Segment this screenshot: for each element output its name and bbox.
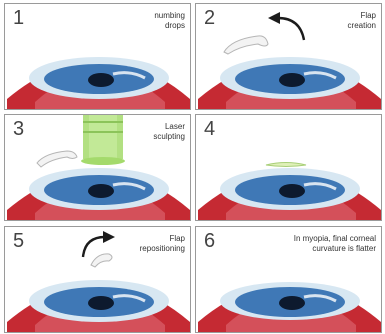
panel-step-5: 5 Flap repositioning	[4, 226, 191, 333]
flap-icon	[91, 254, 112, 267]
step-number: 6	[204, 231, 215, 251]
panel-step-6: 6 In myopia, final corneal curvature is …	[195, 226, 382, 333]
step-caption: numbing drops	[90, 11, 185, 31]
step-caption: Flap repositioning	[90, 234, 185, 254]
step-number: 5	[13, 231, 24, 251]
panel-step-2: 2 Flap creation	[195, 3, 382, 110]
panel-step-3: 3 Laser sculpting	[4, 114, 191, 221]
flap-icon	[37, 151, 77, 167]
step-number: 4	[204, 119, 215, 139]
flap-icon	[224, 36, 268, 54]
step-caption: In myopia, final corneal curvature is fl…	[226, 234, 376, 254]
eye-icon	[196, 115, 382, 221]
step-number: 2	[204, 8, 215, 28]
step-caption: Flap creation	[281, 11, 376, 31]
step-caption: Laser sculpting	[90, 122, 185, 142]
panel-step-4: 4	[195, 114, 382, 221]
step-number: 3	[13, 119, 24, 139]
panel-step-1: 1 numbing drops	[4, 3, 191, 110]
sculpted-layer-icon	[266, 163, 306, 167]
step-number: 1	[13, 8, 24, 28]
